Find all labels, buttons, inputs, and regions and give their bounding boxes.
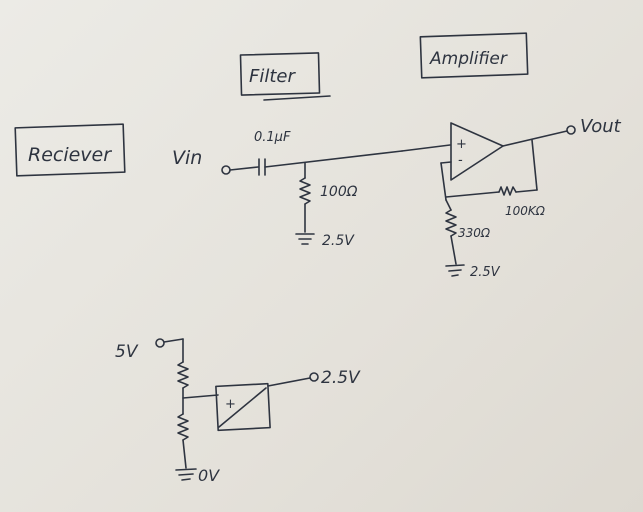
divider-resistor-bottom — [177, 413, 189, 441]
ground-0v-label: 0V — [198, 466, 220, 485]
reference-output-terminal — [309, 372, 319, 382]
amplifier-box: Amplifier — [419, 32, 529, 79]
filter-resistor — [299, 177, 311, 205]
divider-tap-wire — [182, 394, 219, 399]
gain-resistor — [445, 209, 457, 237]
vin-terminal — [221, 165, 231, 175]
signal-wire-to-opamp — [401, 144, 451, 152]
vout-label: Vout — [580, 116, 622, 137]
signal-wire — [264, 150, 403, 168]
filter-ground-label: 2.5V — [322, 233, 355, 249]
vout-terminal — [566, 125, 576, 135]
feedback-resistor-label: 100KΩ — [505, 204, 546, 218]
amp-ground-symbol — [445, 264, 465, 277]
amplifier-label: Amplifier — [429, 49, 508, 69]
gain-resistor-label: 330Ω — [458, 226, 491, 240]
amp-ground-label: 2.5V — [470, 265, 501, 280]
reference-output-label: 2.5V — [321, 368, 361, 388]
vin-label: Vin — [172, 147, 202, 169]
filter-label: Filter — [249, 66, 296, 87]
buffer-opamp: + — [215, 382, 271, 432]
svg-text:+: + — [456, 137, 467, 152]
divider-ground-symbol — [175, 468, 197, 481]
svg-text:-: - — [458, 153, 463, 168]
filter-box: Filter — [239, 52, 331, 101]
feedback-wire — [445, 191, 500, 198]
vin-wire — [229, 166, 259, 171]
supply-terminal — [155, 338, 165, 348]
amplifier-opamp: + - — [450, 122, 504, 181]
feedback-wire-down — [531, 139, 538, 191]
supply-label: 5V — [115, 342, 139, 362]
filter-resistor-label: 100Ω — [320, 184, 358, 200]
filter-ground-symbol — [295, 233, 315, 245]
receiver-label: Reciever — [28, 144, 112, 166]
capacitor — [258, 158, 266, 176]
feedback-resistor — [498, 186, 517, 196]
output-wire — [502, 130, 568, 147]
capacitor-label: 0.1μF — [254, 130, 291, 145]
inverting-input-wire — [440, 162, 447, 201]
svg-text:+: + — [225, 397, 236, 412]
receiver-box: Reciever — [14, 123, 126, 177]
reference-output-wire — [267, 377, 311, 387]
divider-resistor-top — [177, 361, 189, 389]
